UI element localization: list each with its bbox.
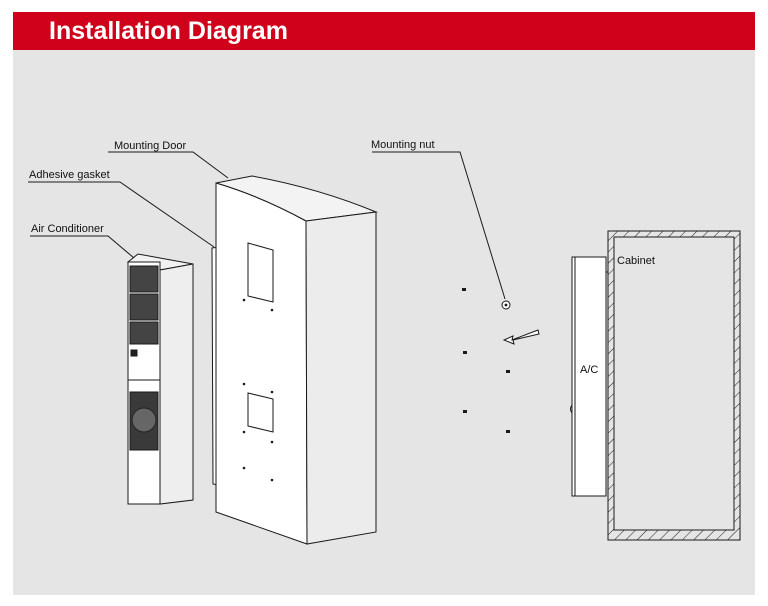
install-direction-arrow bbox=[502, 329, 540, 345]
adhesive-gasket-leader bbox=[28, 181, 215, 248]
door-mounting-holes bbox=[242, 298, 274, 482]
callouts bbox=[28, 151, 506, 300]
label-ac: A/C bbox=[580, 364, 598, 376]
ac-lower-grille bbox=[129, 391, 159, 451]
air-conditioner-leader bbox=[30, 235, 135, 259]
mounting-door bbox=[215, 175, 378, 545]
label-cabinet: Cabinet bbox=[617, 255, 655, 267]
mounting-nut-leader bbox=[372, 151, 506, 300]
cabinet bbox=[603, 230, 741, 541]
header-bar: Installation Diagram bbox=[13, 12, 755, 50]
ac-mounted bbox=[570, 256, 607, 497]
mounting-nuts bbox=[462, 288, 510, 433]
label-adhesive-gasket: Adhesive gasket bbox=[29, 169, 110, 181]
label-air-conditioner: Air Conditioner bbox=[31, 223, 104, 235]
page-title: Installation Diagram bbox=[49, 17, 288, 45]
door-upper-cutout bbox=[247, 242, 274, 303]
mounting-door-leader bbox=[108, 151, 229, 179]
label-mounting-door: Mounting Door bbox=[114, 140, 186, 152]
label-mounting-nut: Mounting nut bbox=[371, 139, 435, 151]
ac-status-display bbox=[130, 349, 138, 357]
door-lower-cutout bbox=[247, 392, 274, 433]
ac-upper-grille bbox=[129, 265, 159, 345]
air-conditioner-unit bbox=[126, 253, 194, 505]
